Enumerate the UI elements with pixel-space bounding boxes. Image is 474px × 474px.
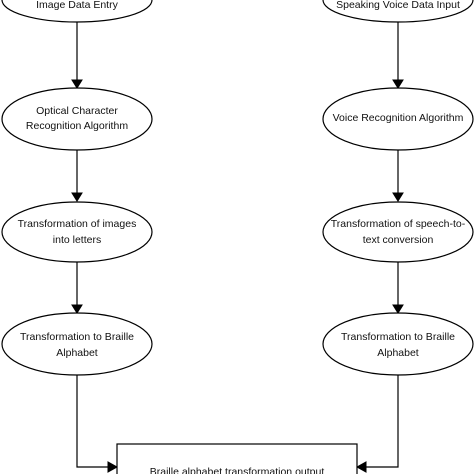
node-image-data-entry: Image Data Entry (1, 0, 153, 23)
node-images-to-letters-line-1: Transformation of images (18, 218, 137, 230)
arrow-right-2-3 (392, 192, 404, 202)
node-image-data-entry-label: Image Data Entry (36, 0, 118, 11)
node-right-braille-transform-line-1: Transformation to Braille (341, 331, 455, 343)
arrow-left-4-output (107, 461, 119, 473)
edge-left-4-output (76, 375, 108, 468)
node-braille-output-label: Braille alphabet transformation output (150, 466, 325, 474)
arrow-left-2-3 (71, 192, 83, 202)
node-left-braille-transform: Transformation to Braille Alphabet (1, 312, 153, 376)
node-speech-to-text-line-1: Transformation of speech-to- (331, 218, 466, 230)
node-braille-output: Braille alphabet transformation output (116, 443, 358, 474)
node-ocr-algorithm-line-1: Optical Character (36, 105, 118, 117)
arrow-right-1-2 (392, 79, 404, 89)
node-ocr-algorithm: Optical Character Recognition Algorithm (1, 87, 153, 151)
node-left-braille-transform-line-2: Alphabet (56, 347, 98, 359)
arrow-right-4-output (355, 461, 367, 473)
node-ocr-algorithm-line-2: Recognition Algorithm (26, 120, 128, 132)
node-voice-recognition-algorithm: Voice Recognition Algorithm (322, 87, 474, 151)
node-images-to-letters: Transformation of images into letters (1, 201, 153, 263)
node-left-braille-transform-line-1: Transformation to Braille (20, 331, 134, 343)
arrow-left-1-2 (71, 79, 83, 89)
arrow-right-3-4 (392, 304, 404, 314)
node-speaking-voice-input-label: Speaking Voice Data Input (336, 0, 460, 11)
node-speaking-voice-input: Speaking Voice Data Input (322, 0, 474, 23)
node-speech-to-text: Transformation of speech-to- text conver… (322, 201, 474, 263)
node-voice-recognition-algorithm-label: Voice Recognition Algorithm (333, 112, 464, 124)
arrow-left-3-4 (71, 304, 83, 314)
node-speech-to-text-line-2: text conversion (363, 234, 434, 246)
node-images-to-letters-line-2: into letters (53, 234, 101, 246)
node-right-braille-transform-line-2: Alphabet (377, 347, 419, 359)
node-right-braille-transform: Transformation to Braille Alphabet (322, 312, 474, 376)
edge-right-4-output (366, 375, 399, 468)
